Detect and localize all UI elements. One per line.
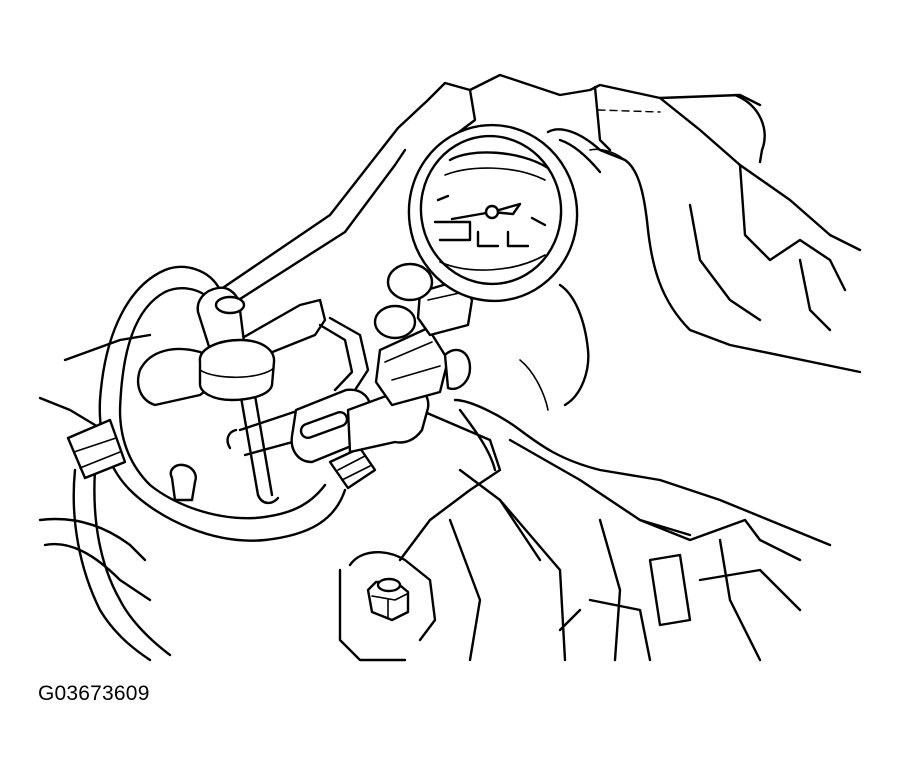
gauge-fitting (373, 262, 474, 407)
figure-id: G03673609 (38, 682, 150, 705)
gauge-needle (450, 202, 522, 221)
hose-clamp (66, 338, 276, 502)
hand (453, 128, 862, 547)
pressure-gauge (407, 123, 579, 303)
engine-block (38, 73, 862, 662)
fuel-rail-connector (290, 316, 430, 490)
mounting-bolt (366, 577, 410, 622)
